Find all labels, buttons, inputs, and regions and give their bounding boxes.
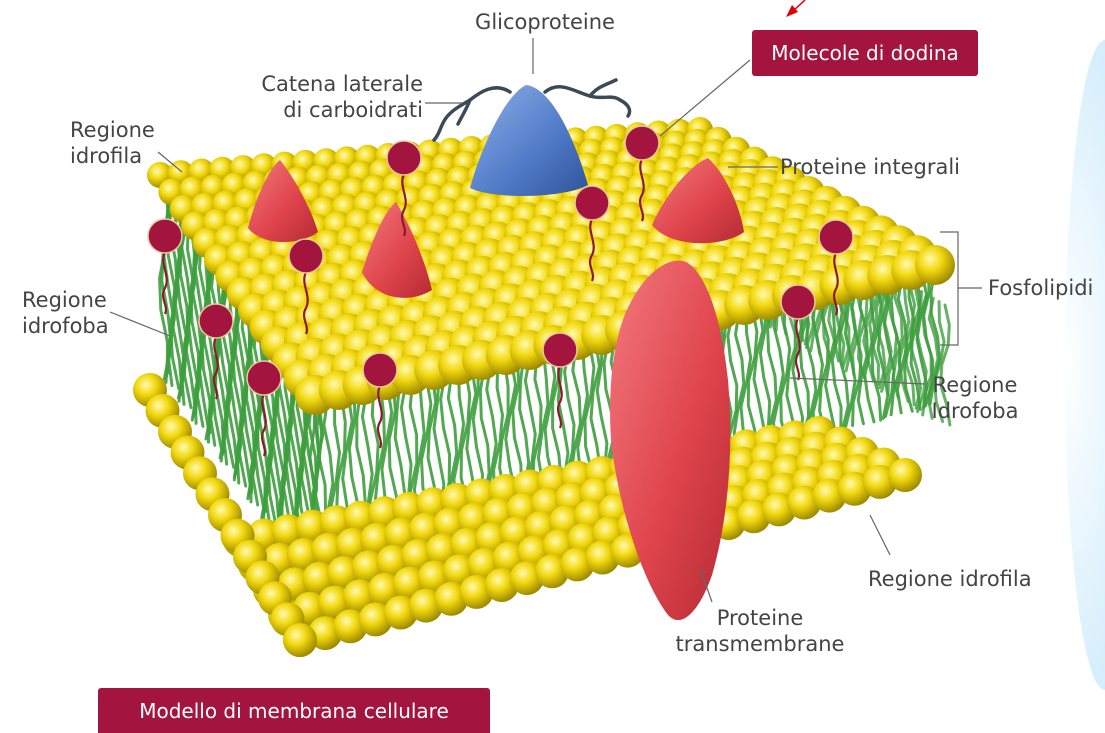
label-proteine-integrali: Proteine integrali	[780, 155, 960, 180]
badge-molecole-di-dodina: Molecole di dodina	[752, 30, 978, 76]
label-regione-idrofila-top-2: idrofila	[70, 144, 142, 169]
label-catena-line2: di carboidrati	[235, 98, 423, 123]
glycoprotein	[470, 85, 588, 196]
label-regione-idrofoba-left-2: idrofoba	[22, 314, 109, 339]
label-regione-idrofoba-right-1: Regione	[920, 373, 1030, 398]
label-regione-idrofila-bottom: Regione idrofila	[868, 567, 1032, 592]
label-regione-idrofoba-right-2: Idrofoba	[920, 399, 1030, 424]
red-arrow-icon	[786, 0, 805, 17]
label-regione-idrofila-top-1: Regione	[70, 118, 155, 143]
label-proteine-trans-2: transmembrane	[660, 632, 860, 657]
label-catena-line1: Catena laterale	[235, 72, 423, 97]
label-fosfolipidi: Fosfolipidi	[988, 276, 1093, 301]
badge-modello-membrana: Modello di membrana cellulare	[98, 688, 490, 733]
label-glicoproteine: Glicoproteine	[470, 10, 620, 35]
label-proteine-trans-1: Proteine	[660, 606, 860, 631]
label-regione-idrofoba-left-1: Regione	[22, 288, 107, 313]
